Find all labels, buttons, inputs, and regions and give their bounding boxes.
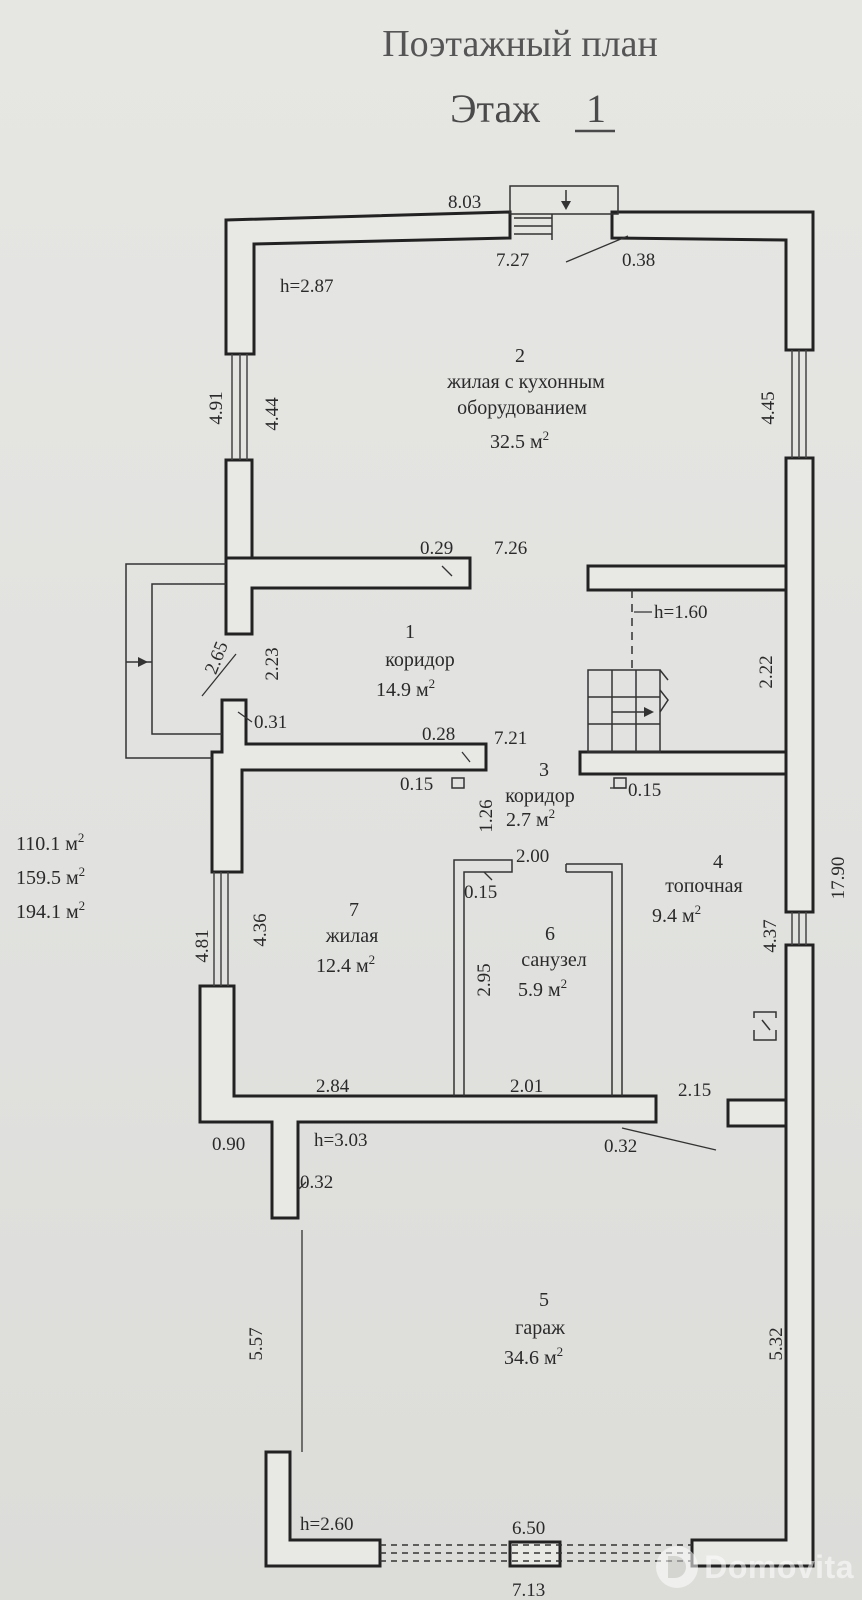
plan-title: Поэтажный план [382, 23, 658, 65]
dim-corridor3-depth: 1.26 [476, 799, 497, 832]
dim-left-inner-mid: 4.36 [250, 913, 271, 946]
dim-small-015-right: 0.15 [628, 780, 661, 801]
watermark: Domovita [656, 1546, 854, 1588]
garage-gate [380, 1544, 692, 1562]
room-3-name: коридор [505, 785, 575, 807]
windows [213, 350, 807, 986]
dim-bath-bottom: 2.01 [510, 1076, 543, 1097]
dim-left-inner-top: 4.44 [262, 397, 283, 431]
room-5-area: 34.6 м2 [504, 1344, 563, 1369]
total-line-2: 159.5 м2 [16, 864, 85, 889]
dim-top-door: 0.38 [622, 250, 655, 271]
dim-gate-width: 6.50 [512, 1518, 545, 1539]
watermark-text: Domovita [704, 1548, 854, 1585]
floor-label: Этаж [450, 86, 540, 131]
floor-number: 1 [586, 86, 606, 131]
room-3-area: 2.7 м2 [506, 806, 555, 831]
height-garage-door: h=3.03 [314, 1130, 367, 1151]
dim-corridor-height: 2.23 [262, 647, 283, 680]
room-6-name: санузел [521, 949, 586, 971]
total-line-3: 194.1 м2 [16, 898, 85, 923]
room-4-name: топочная [665, 875, 743, 897]
height-bottom: h=2.60 [300, 1514, 353, 1535]
room-5-name: гараж [515, 1317, 565, 1339]
dim-bath-wall: 0.15 [464, 882, 497, 903]
dim-wall-032-right: 0.32 [604, 1136, 637, 1157]
chimney-marks [451, 777, 777, 1041]
dim-overall-length: 17.90 [828, 857, 849, 900]
room-3-label: 3 коридор 2.7 м2 [505, 759, 575, 831]
room-2-name-line2: оборудованием [457, 397, 587, 419]
room-6-number: 6 [545, 923, 555, 945]
dim-partition-thickness-2: 0.28 [422, 724, 455, 745]
vestibule-outline [125, 563, 226, 759]
dim-partition-length-1: 7.26 [494, 538, 527, 559]
height-stair: h=1.60 [654, 602, 707, 623]
dim-partition-thickness-1: 0.29 [420, 538, 453, 559]
dim-bottom-overall: 7.13 [512, 1580, 545, 1600]
entrance-porch [509, 185, 619, 240]
room-5-number: 5 [539, 1289, 549, 1311]
room-1-number: 1 [405, 621, 415, 643]
room-5-label: 5 гараж 34.6 м2 [504, 1289, 565, 1369]
staircase [587, 590, 669, 753]
room-1-label: 1 коридор 14.9 м2 [376, 621, 455, 701]
dim-small-015-left: 0.15 [400, 774, 433, 795]
area-totals: 110.1 м2 159.5 м2 194.1 м2 [16, 830, 85, 923]
leader-lines [201, 235, 717, 1452]
room-6-area: 5.9 м2 [518, 976, 567, 1001]
domovita-logo-icon [656, 1546, 699, 1588]
dim-bath-depth: 2.95 [474, 963, 495, 996]
dim-wall-090: 0.90 [212, 1134, 245, 1155]
dim-boiler-width: 2.15 [678, 1080, 711, 1101]
room-2-area: 32.5 м2 [490, 428, 549, 453]
dim-right-mid: 4.37 [760, 919, 781, 952]
room-2-label: 2 жилая с кухонным оборудованием 32.5 м2 [446, 345, 605, 453]
room-7-label: 7 жилая 12.4 м2 [316, 899, 378, 977]
dim-partition-length-2: 7.21 [494, 728, 527, 749]
dim-stair-wall: 2.22 [756, 655, 777, 688]
room-4-area: 9.4 м2 [652, 902, 701, 927]
dim-wall-031: 0.31 [254, 712, 287, 733]
room-2-number: 2 [515, 345, 525, 367]
room-4-number: 4 [713, 851, 723, 873]
dim-left-outer-top: 4.91 [206, 391, 227, 424]
dim-room7-width: 2.84 [316, 1076, 350, 1097]
dim-garage-right: 5.32 [766, 1327, 787, 1360]
room-7-number: 7 [349, 899, 359, 921]
dim-top-overall: 8.03 [448, 192, 481, 213]
dim-top-inner: 7.27 [496, 250, 529, 271]
dim-left-outer-mid: 4.81 [192, 929, 213, 962]
room-4-label: 4 топочная 9.4 м2 [652, 851, 743, 927]
dim-garage-left: 5.57 [246, 1327, 267, 1360]
room-6-label: 6 санузел 5.9 м2 [518, 923, 587, 1001]
room-3-number: 3 [539, 759, 549, 781]
room-1-name: коридор [385, 649, 455, 671]
dim-wall-032-left: 0.32 [300, 1172, 333, 1193]
room-7-name: жилая [325, 925, 379, 947]
height-upper: h=2.87 [280, 276, 333, 297]
dim-bath-width: 2.00 [516, 846, 549, 867]
walls [198, 210, 815, 1568]
bathroom-partitions [453, 859, 623, 1096]
room-7-area: 12.4 м2 [316, 952, 375, 977]
dim-right-inner-top: 4.45 [758, 391, 779, 424]
dim-vestibule-depth: 2.65 [201, 639, 233, 678]
room-2-name-line1: жилая с кухонным [446, 371, 605, 393]
room-1-area: 14.9 м2 [376, 676, 435, 701]
total-line-1: 110.1 м2 [16, 830, 84, 855]
